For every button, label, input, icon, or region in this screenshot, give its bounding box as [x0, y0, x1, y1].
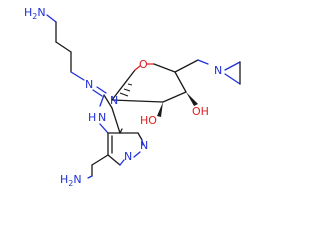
amine-label-bottom: H2N	[60, 173, 82, 188]
amine-label-top: H2N	[24, 6, 46, 21]
molecule-structure-diagram: H2N N N N H N N H2N O HO OH N	[24, 6, 241, 188]
imine-n-label: N	[85, 78, 93, 91]
imine-double-bond	[92, 86, 107, 97]
ribose-ring	[111, 59, 209, 103]
hydroxyl-label-right: OH	[192, 105, 209, 118]
pyrimidine-ring	[87, 128, 144, 179]
hashed-bond-c1-n9	[119, 83, 133, 97]
ring-oxygen-label: O	[139, 58, 148, 71]
hydroxyl-label-left: HO	[140, 114, 157, 127]
n1-label: N	[124, 150, 132, 163]
wedge-bond-c2-oh	[157, 102, 163, 117]
aziridine-n-label: N	[214, 64, 222, 77]
aminobutyl-chain	[46, 14, 85, 81]
wedge-bond-c3-oh	[186, 92, 198, 106]
imidazole-ring	[99, 94, 121, 134]
n9-label: N	[110, 94, 118, 107]
nh7-n-label: N	[98, 111, 106, 124]
aziridine-ring	[224, 61, 241, 85]
n3-label: N	[140, 139, 148, 152]
nh7-h-label: H	[88, 111, 96, 124]
